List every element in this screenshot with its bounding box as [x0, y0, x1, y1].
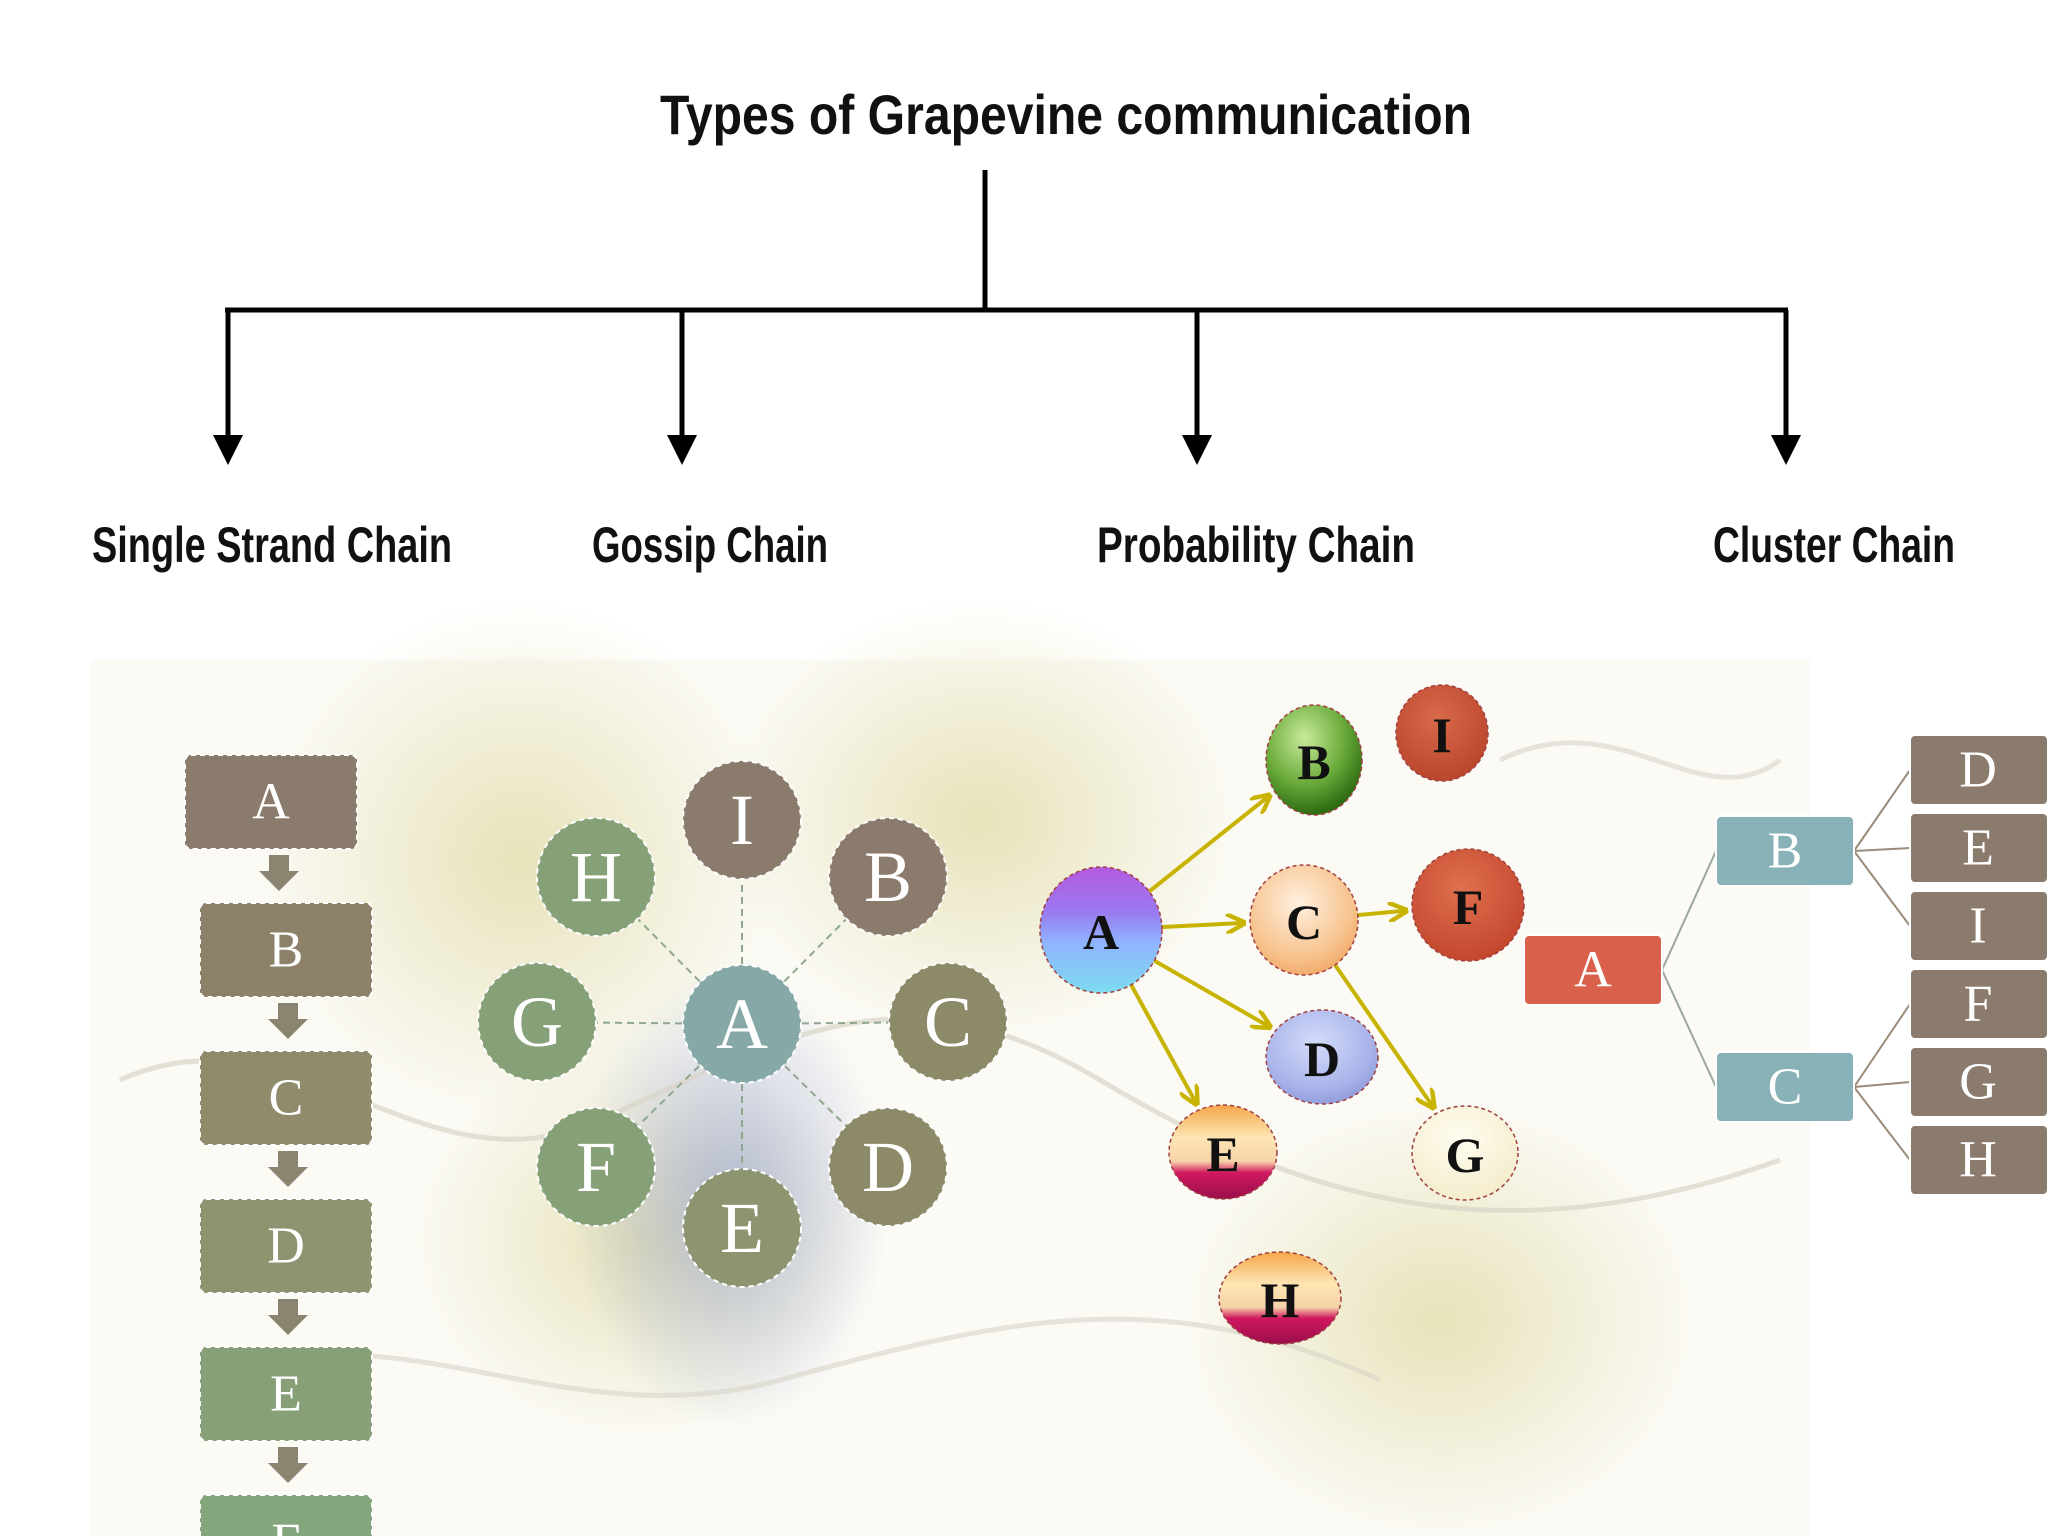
cluster-link — [1661, 850, 1717, 971]
gossip-node — [828, 817, 948, 937]
probability-node-label: G — [1446, 1127, 1485, 1183]
gossip-node-label: I — [730, 780, 754, 860]
down-arrow-icon — [268, 1299, 308, 1335]
probability-node-label: B — [1297, 734, 1330, 790]
single-strand-node — [199, 902, 373, 998]
single-strand-node-label: F — [272, 1514, 301, 1536]
single-strand-node — [184, 754, 358, 850]
cluster-leaf-node — [1909, 812, 2048, 884]
single-strand-node — [199, 1346, 373, 1442]
gossip-node-label: G — [511, 982, 563, 1062]
cluster-leaf-node — [1909, 968, 2048, 1040]
probability-node-label: A — [1083, 904, 1119, 960]
cluster-leaf-label: F — [1964, 976, 1993, 1033]
probability-node-label: D — [1304, 1031, 1340, 1087]
cluster-root-node — [1523, 934, 1663, 1006]
gossip-center-label: A — [716, 984, 768, 1064]
gossip-node — [682, 1168, 802, 1288]
gossip-node-label: C — [924, 982, 972, 1062]
probability-node-label: I — [1432, 707, 1451, 763]
category-label-3: Probability Chain — [1097, 517, 1415, 573]
probability-node — [1039, 866, 1163, 994]
cluster-leaf-label: D — [1959, 742, 1997, 799]
cluster-mid-node — [1715, 815, 1855, 887]
probability-node — [1218, 1251, 1342, 1345]
cluster-link — [1853, 1081, 1911, 1088]
gossip-node-label: D — [862, 1127, 914, 1207]
gossip-node-label: E — [720, 1188, 764, 1268]
category-label-4: Cluster Chain — [1713, 517, 1955, 573]
probability-node-label: E — [1206, 1126, 1239, 1182]
down-arrow-icon — [268, 1447, 308, 1483]
cluster-mid-node — [1715, 1051, 1855, 1123]
cluster-link — [1853, 769, 1911, 852]
gossip-center-node — [682, 964, 802, 1084]
cluster-link — [1853, 847, 1911, 852]
probability-node — [1168, 1104, 1278, 1200]
cluster-leaf-label: G — [1959, 1054, 1997, 1111]
cluster-mid-label: B — [1768, 823, 1803, 880]
cluster-link — [1853, 1086, 1911, 1161]
cluster-root-label: A — [1574, 942, 1612, 999]
probability-node — [1395, 684, 1489, 782]
single-strand-node-label: C — [269, 1070, 304, 1127]
gossip-node-label: B — [864, 837, 912, 917]
gossip-node-label: H — [570, 837, 622, 917]
category-tree-connector — [213, 170, 1801, 465]
single-strand-node-label: D — [267, 1218, 305, 1275]
single-strand-node — [199, 1494, 373, 1536]
cluster-leaf-label: E — [1962, 820, 1994, 877]
probability-arrow — [1140, 797, 1268, 899]
single-strand-node — [199, 1198, 373, 1294]
cluster-leaf-node — [1909, 1046, 2048, 1118]
single-strand-node-label: B — [269, 922, 304, 979]
cluster-leaf-label: H — [1959, 1132, 1997, 1189]
category-label-1: Single Strand Chain — [92, 517, 452, 573]
probability-node — [1249, 864, 1359, 976]
single-strand-node-label: E — [270, 1366, 302, 1423]
cluster-leaf-node — [1909, 734, 2048, 806]
background-illustration — [90, 600, 1810, 1536]
probability-node — [1411, 848, 1525, 962]
down-arrow-icon — [268, 1003, 308, 1039]
down-arrow-icon — [259, 855, 299, 891]
probability-arrow — [1124, 975, 1196, 1103]
gossip-node — [828, 1107, 948, 1227]
cluster-leaf-label: I — [1969, 898, 1986, 955]
cluster-link — [1853, 1003, 1911, 1088]
cluster-link — [1853, 850, 1911, 927]
probability-arrow — [1349, 911, 1405, 916]
probability-node-label: C — [1286, 894, 1322, 950]
cluster-leaf-node — [1909, 890, 2048, 962]
single-strand-node — [199, 1050, 373, 1146]
probability-arrow — [1328, 957, 1432, 1106]
gossip-node — [536, 817, 656, 937]
gossip-node — [477, 962, 597, 1082]
probability-node-label: H — [1261, 1272, 1300, 1328]
probability-node — [1265, 1009, 1379, 1105]
gossip-node — [536, 1107, 656, 1227]
cluster-leaf-node — [1909, 1124, 2048, 1196]
probability-node — [1411, 1105, 1519, 1201]
page-title: Types of Grapevine communication — [660, 83, 1472, 146]
gossip-node — [888, 962, 1008, 1082]
cluster-mid-label: C — [1768, 1059, 1803, 1116]
probability-arrow — [1145, 954, 1268, 1026]
gossip-node — [682, 760, 802, 880]
gossip-node-label: F — [576, 1127, 616, 1207]
probability-node-label: F — [1453, 879, 1484, 935]
probability-node — [1265, 704, 1363, 816]
down-arrow-icon — [268, 1151, 308, 1187]
probability-arrow — [1152, 923, 1242, 927]
single-strand-node-label: A — [252, 774, 290, 831]
cluster-link — [1661, 969, 1717, 1088]
category-label-2: Gossip Chain — [592, 517, 828, 573]
